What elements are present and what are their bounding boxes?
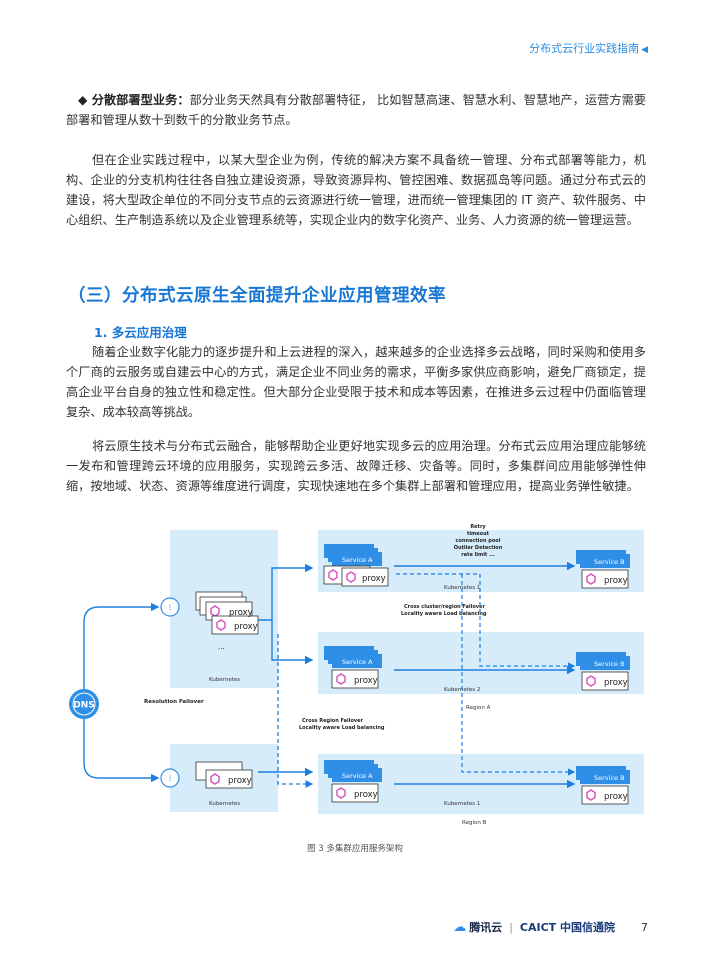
svg-text:Kubernetes 1: Kubernetes 1 <box>444 801 480 807</box>
svg-text:Service B: Service B <box>594 660 625 668</box>
tencent-cloud-logo: ☁腾讯云 <box>453 919 503 935</box>
figure-caption: 图 3 多集群应用服务架构 <box>307 844 403 854</box>
kubernetes-label: Kubernetes <box>209 801 240 807</box>
svg-text:Locality aware Load balancing: Locality aware Load balancing <box>299 725 385 731</box>
subsection-title: 1. 多云应用治理 <box>94 325 187 340</box>
svg-text:connection pool: connection pool <box>456 538 501 544</box>
svg-text:proxy: proxy <box>604 576 628 586</box>
region-a-label: Region A <box>466 705 491 711</box>
svg-text:Locality aware Load balancing: Locality aware Load balancing <box>401 611 487 617</box>
resolution-failover-label: Resolution Failover <box>144 699 204 705</box>
triangle-left-icon: ◀ <box>641 45 648 55</box>
svg-text:⁝: ⁝ <box>169 604 172 614</box>
kubernetes-label: Kubernetes <box>209 677 240 683</box>
paragraph-distributed-business: ◆ 分散部署型业务：部分业务天然具有分散部署特征， 比如智慧高速、智慧水利、智慧… <box>66 93 646 127</box>
gateway-icon <box>160 768 180 788</box>
cloud-icon: ☁ <box>453 919 467 935</box>
svg-text:Service A: Service A <box>342 772 373 780</box>
running-header: 分布式云行业实践指南◀ <box>529 42 648 55</box>
gateway-icon <box>160 597 180 617</box>
svg-text:proxy: proxy <box>362 574 386 584</box>
svg-text:proxy: proxy <box>354 676 378 686</box>
multi-cluster-architecture-diagram: DNS Resolution Failover ⁝ ⁝ proxy proxy … <box>69 524 644 826</box>
svg-text:proxy: proxy <box>604 678 628 688</box>
svg-text:proxy: proxy <box>604 792 628 802</box>
svg-text:Outlier Detection: Outlier Detection <box>454 545 503 551</box>
paragraph-enterprise-practice: 但在企业实践过程中，以某大型企业为例，传统的解决方案不具备统一管理、分布式部署等… <box>66 153 646 227</box>
paragraph-multicloud: 随着企业数字化能力的逐步提升和上云进程的深入，越来越多的企业选择多云战略，同时采… <box>66 345 646 419</box>
page-number: 7 <box>641 920 648 934</box>
footer: ☁腾讯云 | CAICT 中国信通院 7 <box>453 919 648 935</box>
svg-text:proxy: proxy <box>354 790 378 800</box>
svg-text:Cross cluster/region Failover: Cross cluster/region Failover <box>404 604 485 610</box>
svg-text:proxy: proxy <box>229 608 253 618</box>
svg-text:Service B: Service B <box>594 774 625 782</box>
svg-text:rate limit ...: rate limit ... <box>461 552 495 558</box>
proxy-label: proxy <box>228 776 252 786</box>
proxy-label: proxy <box>234 622 258 632</box>
service-a-label: Service A <box>342 556 373 564</box>
svg-text:Service A: Service A <box>342 658 373 666</box>
section-title: （三）分布式云原生全面提升企业应用管理效率 <box>68 286 446 306</box>
ellipsis-label: ... <box>218 643 225 651</box>
paragraph-cloud-native: 将云原生技术与分布式云融合，能够帮助企业更好地实现多云的应用治理。分布式云应用治… <box>66 439 646 493</box>
svg-text:Retry: Retry <box>470 524 486 530</box>
svg-text:timeout: timeout <box>467 531 490 537</box>
caict-logo: CAICT 中国信通院 <box>519 921 615 934</box>
bullet-lead: ◆ 分散部署型业务： <box>78 93 190 107</box>
region-b-label: Region B <box>462 820 487 826</box>
svg-text:⁝: ⁝ <box>169 775 172 785</box>
dns-label: DNS <box>73 701 95 711</box>
svg-text:Cross Region Failover: Cross Region Failover <box>302 718 364 724</box>
service-b-label: Service B <box>594 558 625 566</box>
